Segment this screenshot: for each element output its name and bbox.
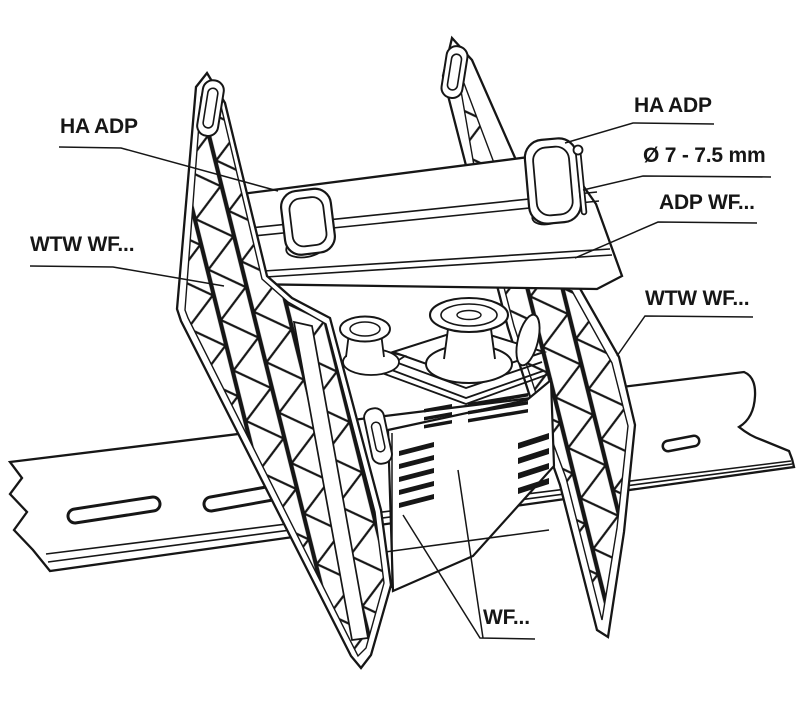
leader-wf-b bbox=[457, 469, 484, 639]
wall-clip-hook-right bbox=[440, 45, 469, 99]
rail-slot-1 bbox=[66, 495, 162, 525]
leader-ha-adp-right bbox=[564, 122, 715, 144]
label-wtw-wf-right: WTW WF... bbox=[645, 287, 750, 310]
leader-wtw-wf-right bbox=[616, 315, 754, 357]
cable-spool-center bbox=[425, 296, 513, 384]
plate-ridges bbox=[230, 191, 613, 279]
label-wtw-wf-left: WTW WF... bbox=[30, 233, 135, 256]
spool-hole bbox=[515, 313, 541, 367]
wall-clip-hook-left bbox=[196, 79, 225, 137]
rail-slot-3 bbox=[661, 434, 701, 453]
shackle-wire-end bbox=[572, 144, 588, 216]
body-vents bbox=[424, 393, 528, 429]
wall-pair-gap bbox=[292, 320, 369, 641]
body-ribs-right bbox=[518, 433, 549, 494]
leader-diameter bbox=[582, 175, 772, 191]
partition-wall-left bbox=[175, 70, 393, 670]
leader-adp-wf bbox=[574, 221, 758, 259]
body-front-face bbox=[386, 377, 556, 593]
label-diameter: Ø 7 - 7.5 mm bbox=[643, 144, 766, 167]
leader-wf-a bbox=[402, 514, 536, 640]
callout-leaders bbox=[29, 122, 772, 640]
rail-bottom-edge bbox=[384, 529, 550, 553]
hanger-shackle-left bbox=[280, 187, 336, 259]
leader-wtw-wf-left bbox=[29, 265, 225, 287]
body-ribs-left bbox=[399, 442, 434, 508]
cable-spool-left bbox=[339, 315, 400, 376]
wall-edge-clip bbox=[363, 407, 393, 465]
label-adp-wf: ADP WF... bbox=[659, 191, 755, 214]
feedthrough-body bbox=[339, 296, 556, 593]
leader-ha-adp-left bbox=[58, 146, 279, 192]
label-wf: WF... bbox=[483, 606, 530, 629]
label-ha-adp-left: HA ADP bbox=[60, 115, 138, 138]
hanger-shackle-right bbox=[523, 137, 588, 226]
label-ha-adp-right: HA ADP bbox=[634, 94, 712, 117]
